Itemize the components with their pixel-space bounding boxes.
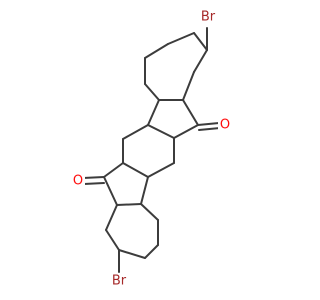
atom-br-top: Br [198, 9, 218, 25]
bond [103, 162, 124, 178]
atom-br-bottom: Br [109, 273, 129, 289]
o-right-label: O [220, 118, 230, 133]
molecule-diagram: Br O O Br [71, 9, 232, 289]
bond [122, 162, 149, 178]
bond [144, 43, 169, 59]
bond [82, 176, 105, 179]
atom-o-left: O [71, 173, 85, 189]
bond [83, 182, 105, 185]
bond [198, 127, 221, 131]
bond [140, 203, 159, 221]
bond [105, 229, 120, 251]
molecule-canvas: Br O O Br [71, 9, 232, 289]
bond [197, 122, 220, 126]
br-bottom-label: Br [112, 274, 127, 289]
bond [147, 162, 175, 178]
br-top-label: Br [201, 10, 216, 25]
bond [147, 99, 160, 126]
bond [182, 99, 199, 126]
atom-o-right: O [218, 117, 232, 133]
bond [144, 83, 160, 101]
bond [193, 49, 208, 73]
bond [167, 32, 195, 45]
bond-group [82, 27, 221, 273]
o-left-label: O [73, 174, 83, 189]
bond [118, 249, 146, 259]
bond [193, 32, 208, 51]
bond [105, 204, 118, 231]
bond [182, 71, 195, 101]
bond [173, 124, 199, 139]
bond [122, 124, 149, 140]
bond [144, 244, 159, 259]
bond [103, 176, 118, 206]
bond [147, 124, 175, 139]
atom-labels: Br O O Br [71, 9, 232, 289]
bond [140, 176, 149, 205]
bond [116, 203, 142, 206]
